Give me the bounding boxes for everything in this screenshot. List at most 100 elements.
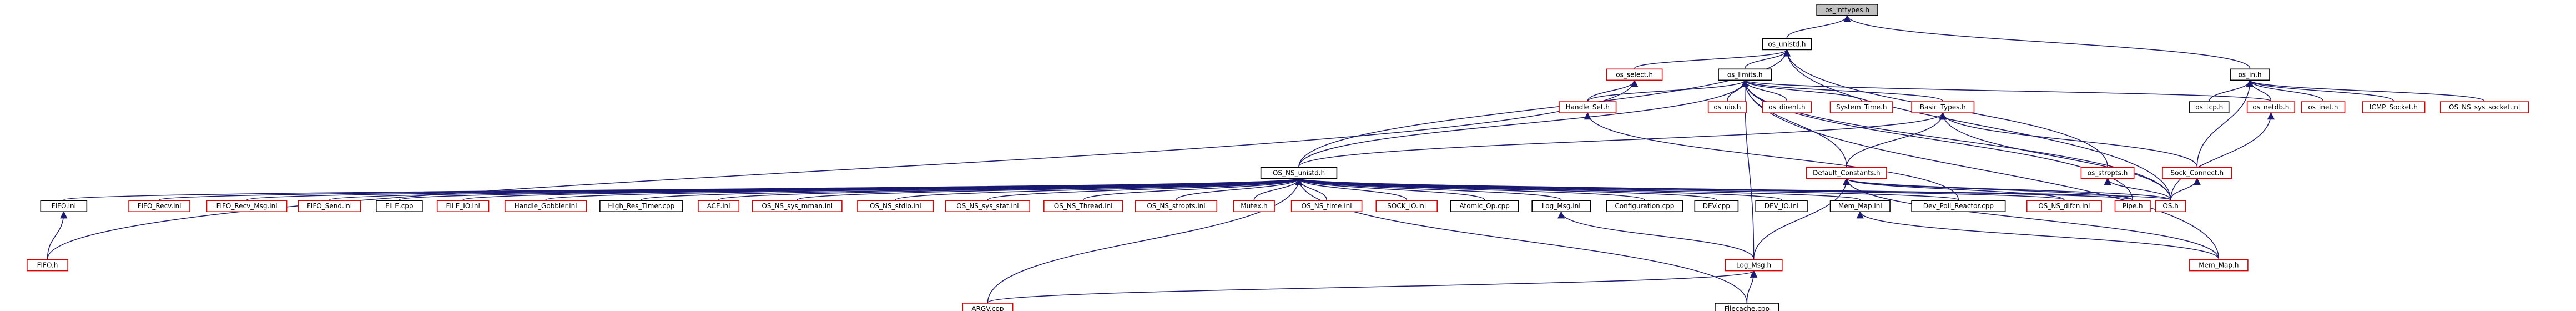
node-label: os_unistd.h (1768, 40, 1806, 48)
node-box (945, 200, 1030, 213)
node-os-ns-time[interactable]: OS_NS_time.inl (1290, 200, 1363, 213)
node-mutex-h[interactable]: Mutex.h (1233, 200, 1275, 213)
edge-default_constants-to-os_ns_dlfcn (1843, 177, 2065, 200)
node-box (1260, 167, 1338, 179)
node-basic-types[interactable]: Basic_Types.h (1911, 101, 1975, 113)
node-box (1829, 101, 1893, 113)
node-dev-io-inl[interactable]: DEV_IO.inl (1755, 200, 1808, 213)
node-os-ns-stropts[interactable]: OS_NS_stropts.inl (1135, 200, 1218, 213)
node-atomic-op[interactable]: Atomic_Op.cpp (1450, 200, 1519, 213)
node-box (298, 200, 361, 213)
node-os-ns-thread[interactable]: OS_NS_Thread.inl (1043, 200, 1123, 213)
node-os-h[interactable]: OS.h (2155, 200, 2186, 213)
node-os-ns-sys-mman[interactable]: OS_NS_sys_mman.inl (752, 200, 843, 213)
node-handle-gobbler[interactable]: Handle_Gobbler.inl (505, 200, 587, 213)
node-log-msg-h[interactable]: Log_Msg.h (1725, 259, 1783, 272)
node-fifo-recv-inl[interactable]: FIFO_Recv.inl (128, 200, 190, 213)
node-fifo-h[interactable]: FIFO.h (27, 259, 68, 272)
node-os-unistd[interactable]: os_unistd.h (1762, 38, 1812, 51)
node-label: FILE.cpp (385, 202, 413, 210)
node-label: OS_NS_time.inl (1302, 202, 1352, 210)
node-os-ns-unistd[interactable]: OS_NS_unistd.h (1260, 167, 1338, 179)
node-os-inttypes: os_inttypes.h (1816, 4, 1878, 16)
node-default-constants[interactable]: Default_Constants.h (1806, 167, 1887, 179)
node-os-select[interactable]: os_select.h (1606, 68, 1663, 81)
edge-os_ns_unistd-to-os_ns_thread (1082, 177, 1303, 200)
edge-os_limits-to-mem_map_h (1741, 79, 2220, 259)
edge-os_limits-to-os_netdb (1741, 79, 2272, 102)
node-box (962, 303, 1014, 311)
node-os-ns-sys-socket[interactable]: OS_NS_sys_socket.inl (2439, 101, 2529, 113)
node-system-time[interactable]: System_Time.h (1829, 101, 1893, 113)
node-os-stropts[interactable]: os_stropts.h (2080, 167, 2135, 179)
node-box (1290, 200, 1363, 213)
node-box (2362, 101, 2426, 113)
node-os-ns-dlfcn[interactable]: OS_NS_dlfcn.inl (2026, 200, 2102, 213)
node-os-netdb[interactable]: os_netdb.h (2246, 101, 2295, 113)
node-box (1911, 200, 2006, 213)
edge-os_in-to-icmp_socket (2246, 79, 2394, 102)
node-label: os_stropts.h (2088, 169, 2128, 177)
node-os-ns-sys-stat[interactable]: OS_NS_sys_stat.inl (945, 200, 1030, 213)
node-label: os_limits.h (1727, 71, 1763, 78)
node-pipe-h[interactable]: Pipe.h (2114, 200, 2151, 213)
node-os-limits[interactable]: os_limits.h (1718, 68, 1772, 81)
node-label: OS_NS_stdio.inl (870, 202, 921, 210)
node-label: os_uio.h (1713, 103, 1741, 111)
edge-os_ns_unistd-to-os_ns_stropts (1176, 177, 1303, 200)
node-label: Log_Msg.inl (1542, 202, 1581, 210)
node-box (1816, 4, 1878, 16)
edge-os_ns_unistd-to-os_h (1295, 177, 2171, 200)
node-configuration[interactable]: Configuration.cpp (1606, 200, 1683, 213)
node-filecache-cpp[interactable]: Filecache.cpp (1715, 303, 1779, 311)
node-box (1450, 200, 1519, 213)
edge-sock_connect-to-os_h (2170, 177, 2201, 200)
node-fifo-inl[interactable]: FIFO.inl (40, 200, 88, 213)
node-sock-io-inl[interactable]: SOCK_IO.inl (1375, 200, 1438, 213)
edge-os_limits-to-handle_set (1587, 79, 1749, 102)
node-mem-map-h[interactable]: Mem_Map.h (2189, 259, 2249, 272)
node-box (752, 200, 843, 213)
node-label: os_dirent.h (1768, 103, 1805, 111)
edge-os_ns_unistd-to-os_ns_stdio (895, 177, 1303, 200)
node-os-ns-stdio[interactable]: OS_NS_stdio.inl (857, 200, 934, 213)
node-os-tcp[interactable]: os_tcp.h (2189, 101, 2230, 113)
node-log-msg-inl[interactable]: Log_Msg.inl (1531, 200, 1591, 213)
edge-log_msg_h-to-argv_cpp (987, 270, 1757, 303)
node-os-dirent[interactable]: os_dirent.h (1762, 101, 1812, 113)
node-box (2162, 167, 2232, 179)
node-dev-cpp[interactable]: DEV.cpp (1694, 200, 1739, 213)
node-dev-poll-reactor[interactable]: Dev_Poll_Reactor.cpp (1911, 200, 2006, 213)
edge-fifo_inl-to-fifo_h (47, 210, 68, 259)
node-os-uio[interactable]: os_uio.h (1707, 101, 1747, 113)
edge-os_in-to-sock_connect (2196, 79, 2254, 167)
edge-os_ns_unistd-to-file_io_inl (462, 177, 1302, 200)
node-ace-inl[interactable]: ACE.inl (698, 200, 740, 213)
node-argv-cpp[interactable]: ARGV.cpp (962, 303, 1014, 311)
node-sock-connect[interactable]: Sock_Connect.h (2162, 167, 2232, 179)
node-box (1829, 200, 1891, 213)
node-mem-map-inl[interactable]: Mem_Map.inl (1829, 200, 1891, 213)
node-box (2026, 200, 2102, 213)
node-label: Sock_Connect.h (2171, 169, 2224, 177)
node-fifo-send-inl[interactable]: FIFO_Send.inl (298, 200, 361, 213)
node-file-cpp[interactable]: FILE.cpp (376, 200, 423, 213)
node-fifo-recv-msg-inl[interactable]: FIFO_Recv_Msg.inl (206, 200, 288, 213)
edge-layer (47, 14, 2485, 303)
node-box (2189, 259, 2249, 272)
node-label: os_in.h (2239, 71, 2262, 78)
node-box (1707, 101, 1747, 113)
node-label: FIFO_Send.inl (307, 202, 352, 210)
node-high-res-timer[interactable]: High_Res_Timer.cpp (599, 200, 683, 213)
node-label: FIFO_Recv_Msg.inl (216, 202, 278, 210)
node-label: ACE.inl (707, 202, 730, 210)
edge-basic_types-to-sock_connect (1939, 112, 2198, 167)
node-os-inet[interactable]: os_inet.h (2301, 101, 2346, 113)
edge-os_unistd-to-os_select (1634, 49, 1791, 69)
node-icmp-socket[interactable]: ICMP_Socket.h (2362, 101, 2426, 113)
edge-default_constants-to-mem_map_h (1843, 177, 2220, 259)
node-handle-set[interactable]: Handle_Set.h (1559, 101, 1617, 113)
node-os-in[interactable]: os_in.h (2230, 68, 2270, 81)
edge-os_in-to-os_ns_sys_socket (2246, 79, 2485, 102)
node-file-io-inl[interactable]: FILE_IO.inl (436, 200, 490, 213)
